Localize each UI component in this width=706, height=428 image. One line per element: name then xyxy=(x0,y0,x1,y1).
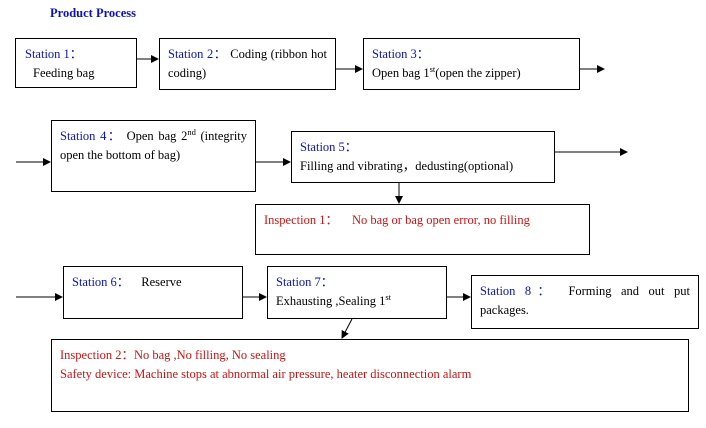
station-1-label: Station 1： xyxy=(25,47,83,61)
station-2-label: Station 2： xyxy=(168,47,227,61)
station-6-label: Station 6： xyxy=(72,275,130,289)
arrow-s7-inspection2 xyxy=(341,318,353,339)
station-4-label: Station 4： xyxy=(60,129,122,143)
station-6-box: Station 6： Reserve xyxy=(63,266,243,319)
station-7-label: Station 7： xyxy=(276,275,334,289)
station-4-box: Station 4： Open bag 2nd (integrity open … xyxy=(51,120,256,192)
station-5-label: Station 5： xyxy=(300,140,358,154)
inspection-1-text: No bag or bag open error, no filling xyxy=(351,213,530,227)
station-8-label: Station 8： xyxy=(480,284,557,298)
inspection-2-line-2: Safety device: Machine stops at abnormal… xyxy=(60,367,472,381)
station-3-label: Station 3： xyxy=(372,47,430,61)
station-3-box: Station 3： Open bag 1st(open the zipper) xyxy=(363,38,580,90)
station-7-box: Station 7： Exhausting ,Sealing 1st xyxy=(267,266,447,319)
inspection-2-box: Inspection 2：No bag ,No filling, No seal… xyxy=(51,339,689,412)
diagram-title: Product Process xyxy=(50,6,136,20)
station-2-box: Station 2： Coding (ribbon hot coding) xyxy=(159,38,336,90)
station-3-text: Open bag 1st(open the zipper) xyxy=(372,64,521,80)
station-1-text: Feeding bag xyxy=(33,66,95,80)
inspection-1-box: Inspection 1： No bag or bag open error, n… xyxy=(255,204,590,255)
station-8-text: Forming and out put packages. xyxy=(480,284,690,317)
station-5-box: Station 5： Filling and vibrating，dedusti… xyxy=(291,131,555,183)
station-6-text: Reserve xyxy=(141,275,182,289)
station-4-text: Open bag 2nd (integrity open the bottom … xyxy=(60,127,248,162)
inspection-2-line-1: Inspection 2：No bag ,No filling, No seal… xyxy=(60,348,286,362)
station-7-text: Exhausting ,Sealing 1st xyxy=(276,292,392,308)
inspection-1-label: Inspection 1： xyxy=(264,213,338,227)
station-2-text: Coding (ribbon hot coding) xyxy=(168,47,328,80)
station-8-box: Station 8：Forming and out put packages. xyxy=(471,275,699,329)
station-5-text: Filling and vibrating，dedusting(optional… xyxy=(300,159,514,173)
station-1-box: Station 1： Feeding bag xyxy=(15,38,137,88)
